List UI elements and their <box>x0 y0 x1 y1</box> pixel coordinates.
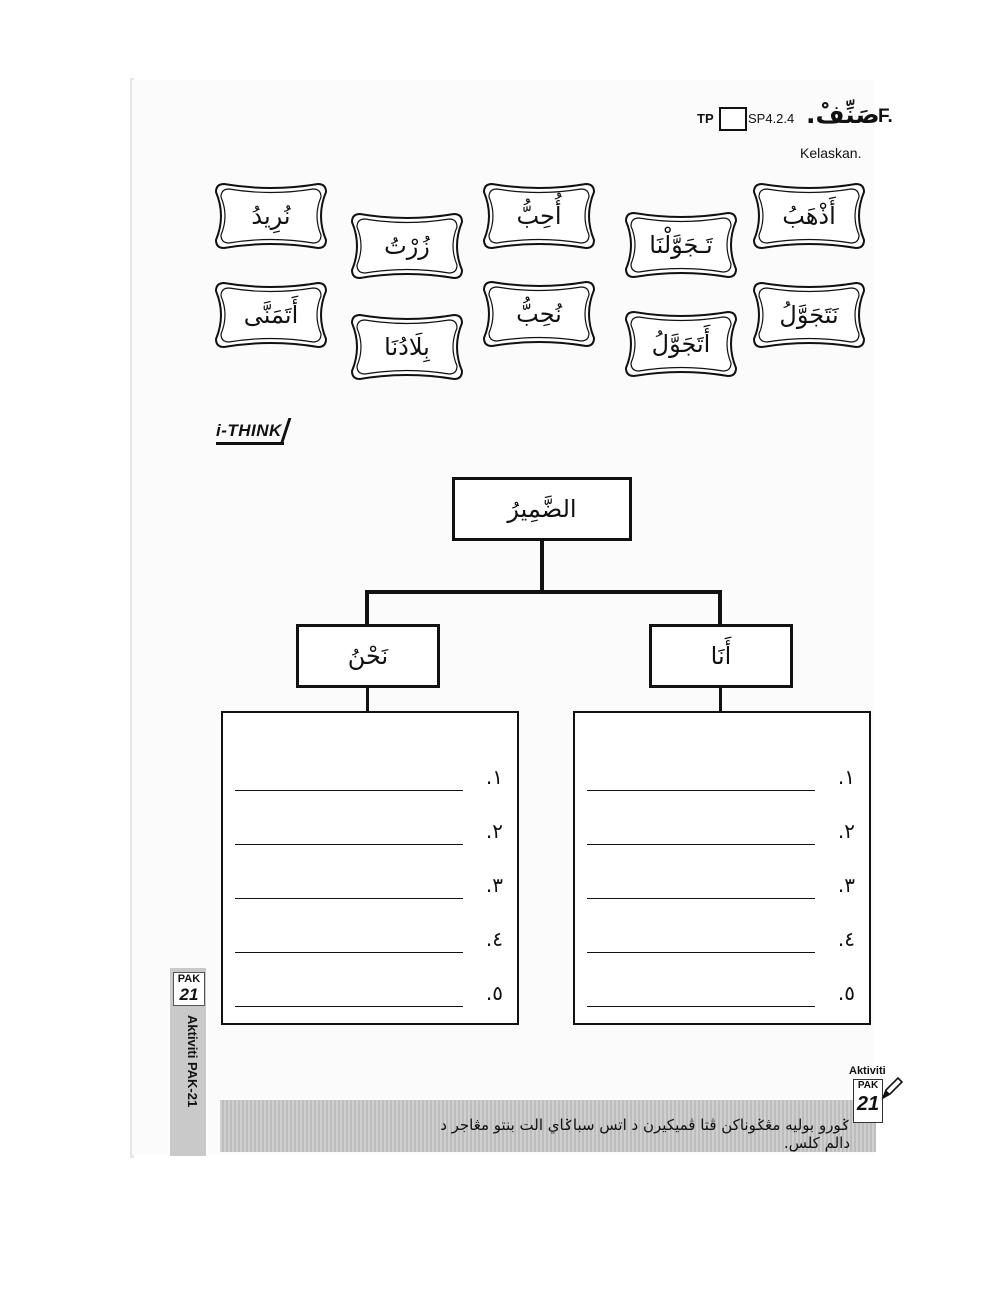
word-card[interactable]: أَتَمَنَّى <box>212 279 330 351</box>
left-answer-blank[interactable] <box>235 790 463 791</box>
tree-right-label: أَنَا <box>710 642 732 670</box>
right-answer-blank[interactable] <box>587 790 815 791</box>
tree-right-connector <box>719 688 722 712</box>
word-card-text: نُرِيدُ <box>251 202 291 230</box>
word-card[interactable]: أَتَجَوَّلُ <box>622 308 740 380</box>
word-frame <box>752 182 866 250</box>
section-subtitle: Kelaskan. <box>800 145 862 161</box>
right-answer-number: ٣. <box>837 873 855 897</box>
left-answer-row: ٥. <box>235 981 503 1011</box>
tree-root-node: الضَّمِيرُ <box>452 477 632 541</box>
tree-left-drop <box>365 590 369 626</box>
standard-code: SP4.2.4 <box>748 111 795 126</box>
side-tab-badge: PAK 21 <box>173 972 205 1006</box>
tree-left-label: نَحْنُ <box>347 642 389 670</box>
left-answer-row: ٤. <box>235 927 503 957</box>
right-answer-blank[interactable] <box>587 952 815 953</box>
word-card[interactable]: زُرْتُ <box>348 210 466 282</box>
footer-badge-num: 21 <box>856 1093 880 1115</box>
side-tab-label: Aktiviti PAK-21 <box>185 1015 200 1108</box>
right-answer-row: ٢. <box>587 819 855 849</box>
left-answer-blank[interactable] <box>235 1006 463 1007</box>
ithink-label: i-THINK <box>216 421 282 440</box>
word-card[interactable]: نَتَجَوَّلُ <box>750 279 868 351</box>
word-card-text: نُحِبُّ <box>516 300 562 328</box>
right-answer-number: ٥. <box>837 981 855 1005</box>
word-frame <box>482 280 596 348</box>
word-card[interactable]: نُحِبُّ <box>480 278 598 350</box>
left-answer-box: ١. ٢. ٣. ٤. ٥. <box>221 711 519 1025</box>
left-answer-row: ٣. <box>235 873 503 903</box>
left-answer-number: ٢. <box>485 819 503 843</box>
tree-right-node: أَنَا <box>649 624 793 688</box>
tree-crossbar <box>365 590 722 594</box>
left-answer-number: ٥. <box>485 981 503 1005</box>
right-answer-blank[interactable] <box>587 844 815 845</box>
left-answer-blank[interactable] <box>235 898 463 899</box>
right-answer-row: ١. <box>587 765 855 795</box>
word-card-text: أُحِبُّ <box>516 202 562 230</box>
tree-right-drop <box>718 590 722 626</box>
footer-label: Aktiviti <box>849 1065 886 1077</box>
right-answer-row: ٥. <box>587 981 855 1011</box>
footer-badge: PAK 21 <box>853 1079 883 1123</box>
tree-stem <box>540 541 544 593</box>
left-answer-blank[interactable] <box>235 844 463 845</box>
tree-left-node: نَحْنُ <box>296 624 440 688</box>
word-frame <box>624 211 738 279</box>
word-card-text: بِلَادُنَا <box>384 333 430 361</box>
section-letter: F. <box>878 106 893 127</box>
right-answer-row: ٤. <box>587 927 855 957</box>
word-card[interactable]: أَذْهَبُ <box>750 180 868 252</box>
left-answer-row: ١. <box>235 765 503 795</box>
side-badge-num: 21 <box>179 985 199 1004</box>
word-card[interactable]: بِلَادُنَا <box>348 311 466 383</box>
left-answer-number: ٣. <box>485 873 503 897</box>
left-answer-number: ٤. <box>485 927 503 951</box>
word-frame <box>214 182 328 250</box>
section-title: صَنِّفْ. <box>806 100 880 129</box>
footer-badge-top: PAK <box>857 1080 879 1091</box>
left-answer-number: ١. <box>485 765 503 789</box>
right-answer-box: ١. ٢. ٣. ٤. ٥. <box>573 711 871 1025</box>
word-frame <box>752 281 866 349</box>
word-card[interactable]: تَـجَوَّلْنَا <box>622 209 740 281</box>
word-card[interactable]: أُحِبُّ <box>480 180 598 252</box>
word-card[interactable]: نُرِيدُ <box>212 180 330 252</box>
right-answer-blank[interactable] <box>587 1006 815 1007</box>
pencil-icon <box>881 1076 904 1100</box>
side-badge-top: PAK <box>177 973 201 985</box>
tree-left-connector <box>366 688 369 712</box>
left-answer-row: ٢. <box>235 819 503 849</box>
tp-label: TP <box>697 111 714 126</box>
word-frame <box>350 212 464 280</box>
ithink-underline <box>216 442 284 445</box>
footer-instruction: ݢورو بوليه مڠݢوناكن ڤتا ڤميكيرن د اتس سب… <box>440 1116 850 1152</box>
footer-bar <box>220 1100 876 1152</box>
word-frame <box>350 313 464 381</box>
word-frame <box>624 310 738 378</box>
right-answer-number: ٤. <box>837 927 855 951</box>
tree-root-label: الضَّمِيرُ <box>507 495 577 523</box>
word-frame <box>482 182 596 250</box>
tp-checkbox[interactable] <box>719 107 747 131</box>
right-answer-number: ٢. <box>837 819 855 843</box>
word-card-text: نَتَجَوَّلُ <box>779 301 839 329</box>
word-card-text: تَـجَوَّلْنَا <box>649 231 713 259</box>
word-card-text: أَتَمَنَّى <box>243 301 299 329</box>
right-answer-row: ٣. <box>587 873 855 903</box>
word-card-text: زُرْتُ <box>384 232 430 260</box>
word-card-text: أَذْهَبُ <box>782 202 836 230</box>
right-answer-blank[interactable] <box>587 898 815 899</box>
word-card-text: أَتَجَوَّلُ <box>651 330 711 358</box>
right-answer-number: ١. <box>837 765 855 789</box>
word-frame <box>214 281 328 349</box>
left-answer-blank[interactable] <box>235 952 463 953</box>
